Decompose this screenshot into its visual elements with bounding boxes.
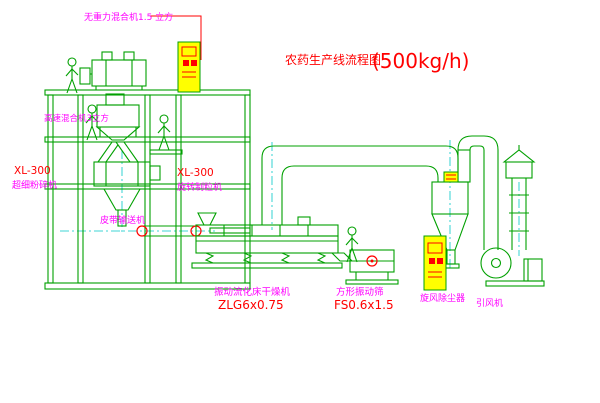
rotary-granulator (93, 161, 161, 227)
label-sieve-model: FS0.6x1.5 (334, 298, 394, 312)
worker-figure (65, 57, 79, 94)
vibrating-sieve (345, 249, 399, 285)
cyclone-separator (431, 135, 499, 269)
induced-draft-fan (480, 247, 545, 287)
control-cabinet-mixer (177, 41, 201, 93)
vibrator-motor (366, 255, 378, 267)
label-belt-conveyor: 皮带输送机 (100, 214, 145, 226)
label-granulator-name: 旋转制粒机 (177, 181, 222, 193)
label-induced-fan: 引风机 (476, 297, 503, 309)
exhaust-stack (502, 145, 536, 250)
fluid-bed-dryer (191, 212, 354, 269)
conveyor-pulley (136, 225, 148, 237)
control-cabinet-cyclone (423, 235, 447, 291)
label-high-speed-mixer: 高速混合机3立方 (44, 113, 109, 124)
label-dryer-name: 振动流化床干燥机 (214, 286, 291, 298)
centerlines (60, 140, 520, 270)
label-gravity-mixer: 无重力混合机1.5 立方 (84, 11, 173, 23)
drawing-capacity: (500kg/h) (372, 49, 469, 73)
worker-figure (157, 114, 171, 151)
cyclone-tag (443, 171, 459, 183)
leader-line (150, 15, 202, 60)
y-feed-chute (96, 141, 140, 163)
drawing-title: 农药生产线流程图 (285, 52, 381, 67)
workers (65, 57, 359, 263)
label-mill-model: XL-300 (14, 165, 51, 177)
steel-structure (44, 89, 251, 290)
label-sieve-name: 方形振动筛 (336, 286, 384, 298)
label-dryer-model: ZLG6x0.75 (218, 298, 284, 312)
label-cyclone: 旋风除尘器 (420, 292, 465, 304)
label-granulator-model: XL-300 (177, 167, 214, 179)
exhaust-duct (261, 145, 459, 225)
gravity-mixer (79, 51, 147, 90)
label-mill-name: 超细粉碎机 (12, 179, 57, 191)
high-speed-mixer (95, 93, 141, 141)
